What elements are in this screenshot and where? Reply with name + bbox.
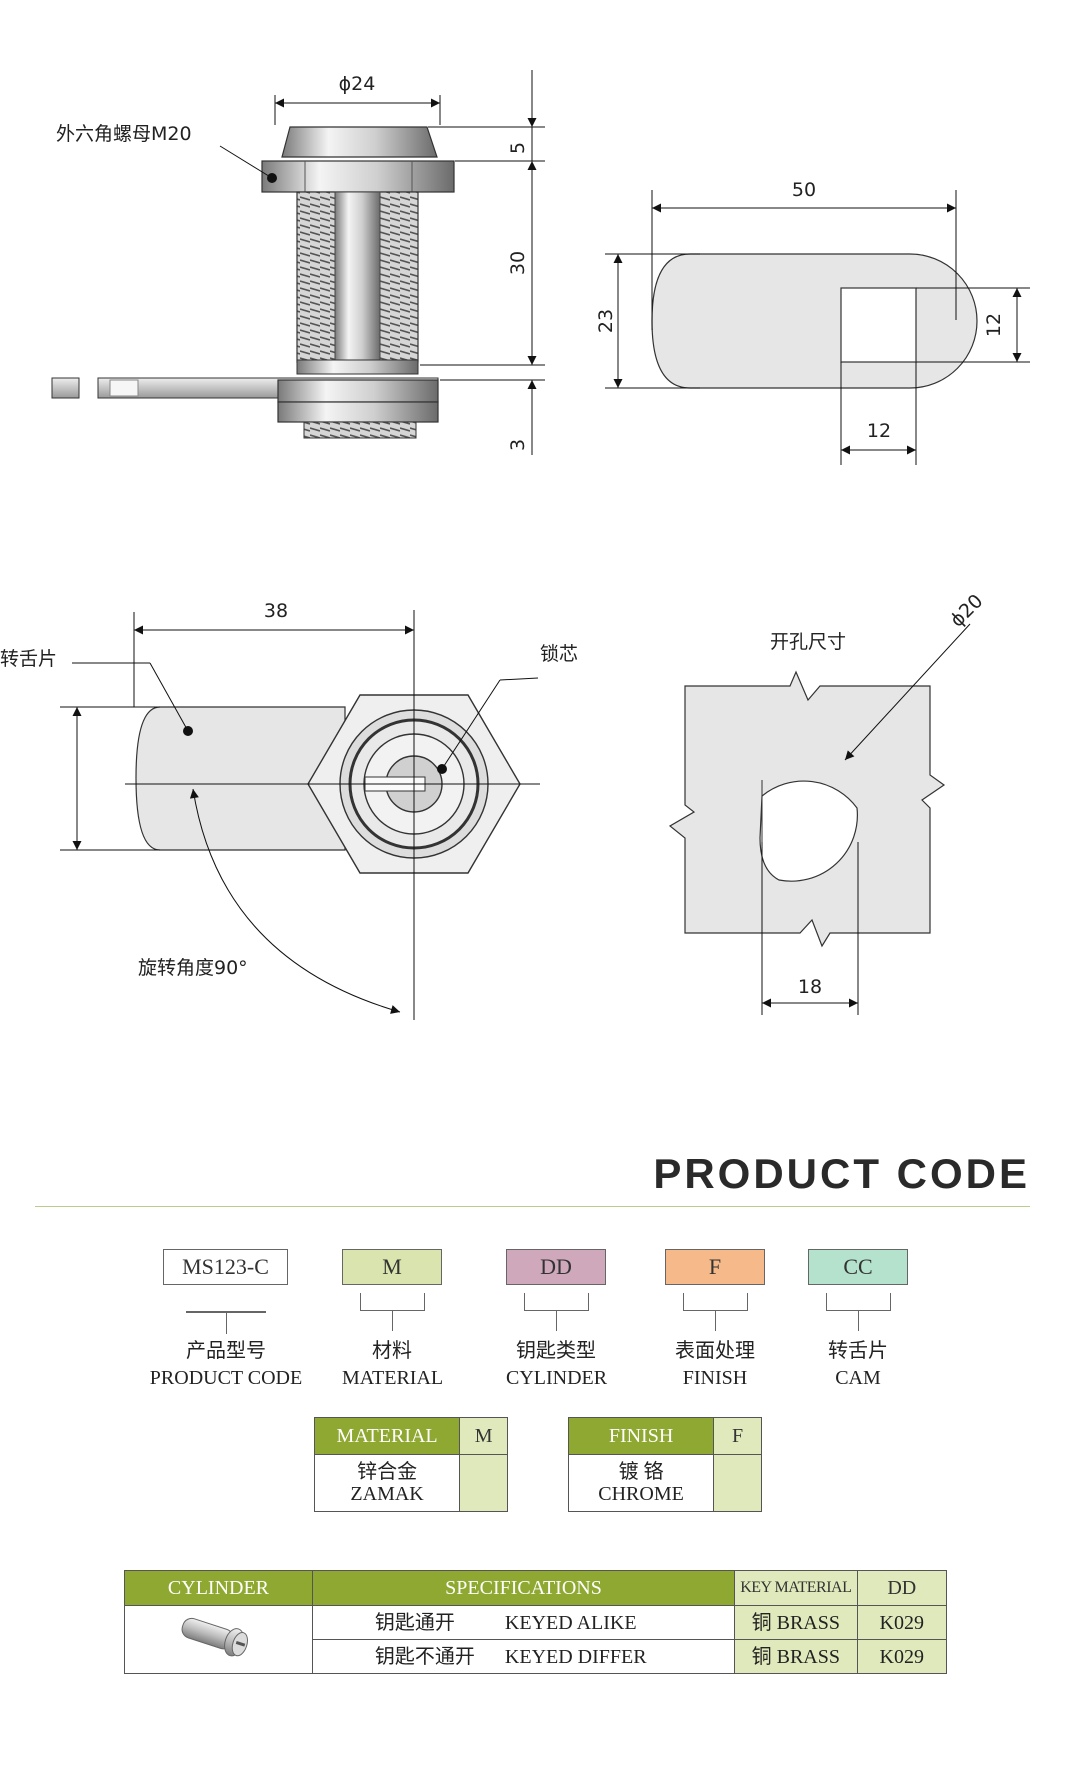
front-view-drawing: 38 转舌片 锁芯 旋转角度90° [0, 600, 578, 1020]
material-table: MATERIAL M 锌合金 ZAMAK [313, 1417, 508, 1512]
stem-product [226, 1312, 227, 1334]
code-box-cam: CC [808, 1249, 908, 1285]
cam-dimension-drawing: 50 23 12 12 [595, 179, 1030, 465]
finish-table-code: F [713, 1417, 762, 1455]
material-table-header: MATERIAL [313, 1417, 461, 1455]
material-table-code: M [459, 1417, 508, 1455]
caption-product: 产品型号 PRODUCT CODE [146, 1338, 306, 1392]
finish-en: CHROME [598, 1483, 684, 1505]
caption-product-cn: 产品型号 [186, 1340, 266, 1362]
material-cn: 锌合金 [357, 1461, 418, 1483]
section-divider [35, 1206, 1030, 1207]
caption-material-cn: 材料 [372, 1340, 412, 1362]
caption-cylinder-cn: 钥匙类型 [516, 1340, 596, 1362]
caption-finish-en: FINISH [682, 1367, 748, 1389]
spec-row-1: 钥匙通开 KEYED ALIKE [311, 1605, 736, 1640]
cutout-title: 开孔尺寸 [770, 631, 846, 653]
caption-product-en: PRODUCT CODE [149, 1367, 303, 1389]
dim-50: 50 [792, 179, 816, 201]
finish-table: FINISH F 镀 铬 CHROME [567, 1417, 762, 1512]
caption-finish: 表面处理 FINISH [665, 1338, 765, 1392]
dim-23: 23 [595, 309, 617, 333]
spec-row-1-cn: 钥匙通开 [374, 1611, 455, 1634]
stem-material [392, 1311, 393, 1331]
material-table-empty [459, 1454, 508, 1512]
key-material-row-2: 铜 BRASS [734, 1639, 858, 1674]
spec-row-2-cn: 钥匙不通开 [374, 1645, 475, 1668]
caption-cylinder-en: CYLINDER [506, 1367, 608, 1389]
key-material-row-1: 铜 BRASS [734, 1605, 858, 1640]
key-material-header: KEY MATERIAL [734, 1570, 858, 1606]
product-code-title: PRODUCT CODE [653, 1150, 1030, 1197]
caption-cam-cn: 转舌片 [828, 1340, 888, 1362]
material-en: ZAMAK [350, 1483, 424, 1505]
dim-phi20: ϕ20 [946, 590, 988, 632]
material-table-value: 锌合金 ZAMAK [313, 1454, 461, 1512]
side-view-drawing: ϕ24 5 30 3 外六角螺母M20 [51, 70, 545, 455]
dim-12-vertical: 12 [983, 313, 1005, 337]
bracket-cam [826, 1293, 891, 1311]
stem-finish [715, 1311, 716, 1331]
cylinder-header: CYLINDER [124, 1570, 313, 1606]
finish-cn: 镀 铬 [618, 1461, 664, 1483]
spec-row-1-en: KEYED ALIKE [504, 1611, 637, 1634]
caption-cylinder: 钥匙类型 CYLINDER [506, 1338, 608, 1392]
bracket-cylinder [524, 1293, 589, 1311]
stem-cam [858, 1311, 859, 1331]
core-label: 锁芯 [540, 643, 578, 665]
code-box-cylinder: DD [506, 1249, 606, 1285]
dd-row-2: K029 [856, 1639, 948, 1674]
caption-cam-en: CAM [835, 1367, 881, 1389]
dd-row-1: K029 [856, 1605, 948, 1640]
caption-material: 材料 MATERIAL [342, 1338, 444, 1392]
code-box-product: MS123-C [163, 1249, 288, 1285]
caption-material-en: MATERIAL [342, 1367, 444, 1389]
dim-phi24: ϕ24 [339, 73, 376, 95]
cutout-drawing: 18 开孔尺寸 ϕ20 [668, 590, 988, 1015]
technical-drawings: ϕ24 5 30 3 外六角螺母M20 50 23 12 12 [0, 70, 1030, 1020]
code-box-material: M [342, 1249, 442, 1285]
finish-table-empty [713, 1454, 762, 1512]
caption-finish-cn: 表面处理 [675, 1340, 755, 1362]
stem-cylinder [556, 1311, 557, 1331]
hex-nut-label: 外六角螺母M20 [56, 123, 192, 145]
dim-12-horizontal: 12 [867, 420, 891, 442]
rotation-label: 旋转角度90° [138, 957, 248, 979]
cylinder-table: CYLINDER SPECIFICATIONS KEY MATERIAL DD [124, 1570, 948, 1674]
spec-row-2: 钥匙不通开 KEYED DIFFER [311, 1639, 736, 1674]
finish-table-value: 镀 铬 CHROME [567, 1454, 715, 1512]
bracket-finish [683, 1293, 748, 1311]
caption-cam: 转舌片 CAM [808, 1338, 908, 1392]
specifications-header: SPECIFICATIONS [311, 1570, 736, 1606]
cylinder-image-cell [124, 1605, 313, 1674]
dim-5: 5 [507, 142, 529, 154]
dim-38: 38 [264, 600, 288, 622]
finish-table-header: FINISH [567, 1417, 715, 1455]
cam-label: 转舌片 [0, 648, 57, 670]
code-box-finish: F [665, 1249, 765, 1285]
bracket-material [360, 1293, 425, 1311]
dim-3: 3 [507, 439, 529, 451]
spec-row-2-en: KEYED DIFFER [504, 1645, 647, 1668]
dim-18: 18 [798, 976, 822, 998]
dim-30: 30 [507, 251, 529, 275]
dd-header: DD [856, 1570, 948, 1606]
key-cylinder-icon [182, 1617, 249, 1657]
